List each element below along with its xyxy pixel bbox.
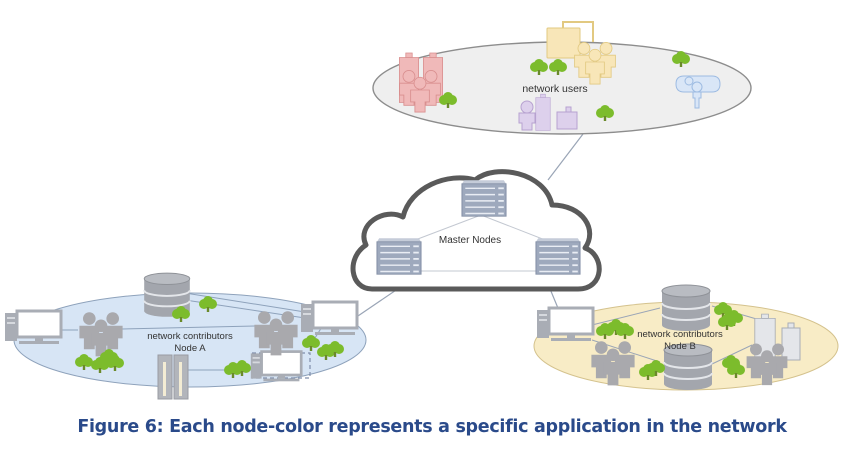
network-diagram: network users	[3, 21, 839, 400]
node-a-label-line2: Node A	[174, 343, 206, 354]
yellow-app-users-icon	[546, 21, 616, 85]
master-node-left-icon	[376, 237, 422, 276]
master-node-top-icon	[461, 179, 507, 218]
purple-app-users-icon	[518, 93, 578, 131]
node-b-label-line2: Node B	[664, 341, 696, 352]
node-b-cluster: network contributors Node B	[533, 284, 839, 391]
node-b-database-top-icon	[661, 284, 711, 332]
users-label: network users	[522, 83, 587, 95]
users-cluster: network users	[372, 21, 752, 135]
master-nodes-label: Master Nodes	[439, 235, 501, 246]
node-b-label-line1: network contributors	[637, 329, 723, 340]
figure-caption: Figure 6: Each node-color represents a s…	[77, 417, 787, 437]
link-users-cloud	[547, 133, 584, 181]
master-node-right-icon	[535, 237, 581, 276]
node-a-cluster: network contributors Node A	[3, 272, 367, 400]
master-cloud: Master Nodes	[350, 169, 602, 292]
node-a-tower-server-icon	[157, 354, 189, 400]
blue-game-users-icon	[675, 75, 721, 109]
node-b-buildings-people-icon	[746, 313, 801, 386]
node-a-label-line1: network contributors	[147, 331, 233, 342]
